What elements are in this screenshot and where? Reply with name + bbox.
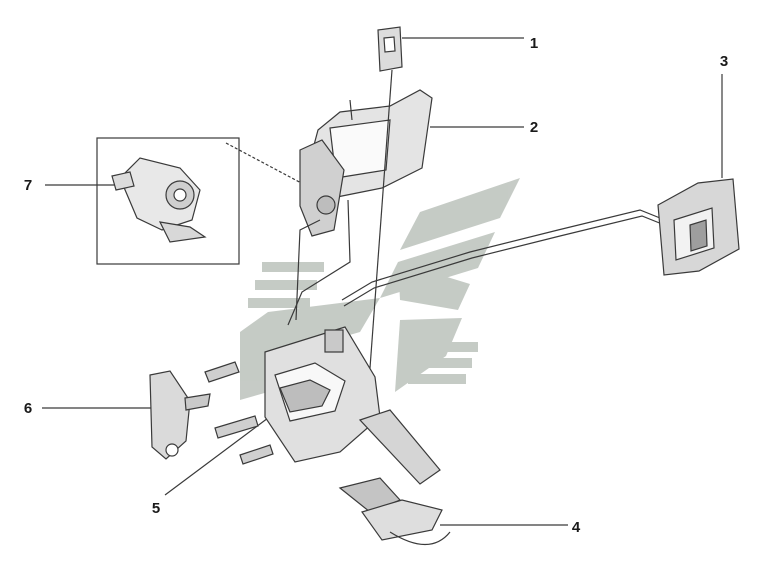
- part-7-inset: [96, 137, 240, 265]
- callout-7: 7: [23, 177, 33, 194]
- callout-4: 4: [571, 519, 581, 536]
- part-1-clip: [377, 26, 403, 72]
- callout-1: 1: [529, 35, 539, 52]
- part-5-latch: [264, 326, 381, 463]
- leader-lines: [42, 37, 723, 526]
- callout-6: 6: [23, 400, 33, 417]
- part-2-handle: [299, 89, 433, 237]
- part-6-striker: [149, 361, 274, 465]
- part-3-interior-handle: [657, 178, 740, 276]
- callout-2: 2: [529, 119, 539, 136]
- callout-3: 3: [719, 53, 729, 70]
- callout-5: 5: [151, 500, 161, 517]
- part-4-bracket: [338, 409, 451, 545]
- watermark-logo: [240, 178, 520, 400]
- linkage-rods: [287, 69, 668, 396]
